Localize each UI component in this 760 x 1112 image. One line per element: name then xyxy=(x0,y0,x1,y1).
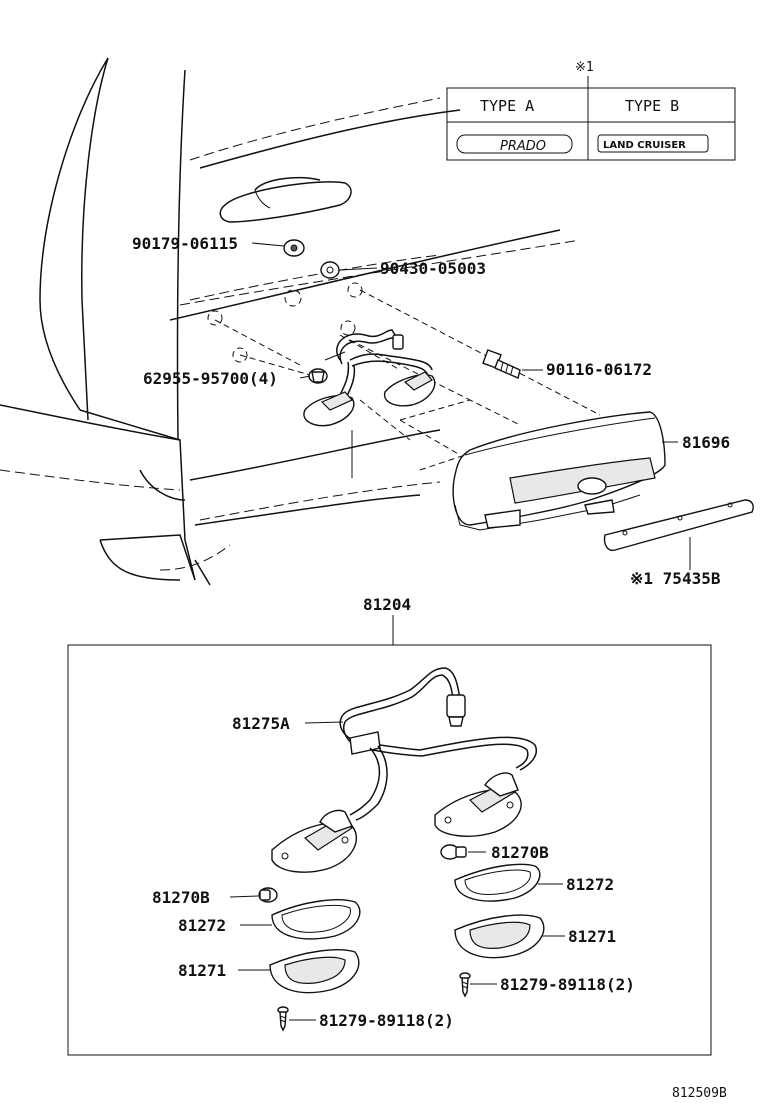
socket-left xyxy=(271,809,357,873)
label-81271-right: 81271 xyxy=(568,927,616,946)
label-81279-left: 81279-89118(2) xyxy=(319,1011,454,1030)
label-81271-left: 81271 xyxy=(178,961,226,980)
screw-right xyxy=(459,972,471,998)
type-table: ※1 TYPE A TYPE B PRADO LAND CRUISER xyxy=(446,60,736,161)
emblem-75435 xyxy=(603,499,754,552)
label-75435: ※1 75435B xyxy=(630,569,721,588)
label-81279-right: 81279-89118(2) xyxy=(500,975,635,994)
label-81696: 81696 xyxy=(682,433,730,452)
label-81275: 81275A xyxy=(232,714,290,733)
emblem-a-text: PRADO xyxy=(500,139,546,154)
emblem-b-text: LAND CRUISER xyxy=(603,140,686,151)
type-a-label: TYPE A xyxy=(480,97,534,115)
screw-left xyxy=(277,1006,289,1032)
reference-dash-lines xyxy=(0,97,601,571)
lens-left xyxy=(269,949,360,994)
lens-right xyxy=(454,914,545,959)
label-81270-left: 81270B xyxy=(152,888,210,907)
gasket-right xyxy=(454,863,541,902)
table-note-mark: ※1 xyxy=(575,60,594,75)
assembly-box-81204 xyxy=(67,644,712,1056)
figure-id: 812509B xyxy=(672,1086,727,1101)
label-90179: 90179-06115 xyxy=(132,234,238,253)
bulb-left xyxy=(258,887,278,903)
label-90430: 90430-05003 xyxy=(380,259,486,278)
gasket-left xyxy=(271,899,361,940)
lamp-harness-upper xyxy=(303,329,436,427)
socket-right xyxy=(434,772,522,837)
label-81204: 81204 xyxy=(363,595,411,614)
bulb-right xyxy=(440,844,467,860)
label-62955: 62955-95700(4) xyxy=(143,369,278,388)
label-90116: 90116-06172 xyxy=(546,360,652,379)
washer-90430 xyxy=(320,261,340,279)
garnish-81696 xyxy=(452,411,666,531)
clip-62955 xyxy=(308,368,328,384)
bolt-90116 xyxy=(482,349,521,379)
label-81272-left: 81272 xyxy=(178,916,226,935)
clip-90179 xyxy=(283,239,305,257)
mounting-holes xyxy=(207,282,363,363)
door-handle xyxy=(219,176,352,223)
label-81272-right: 81272 xyxy=(566,875,614,894)
type-b-label: TYPE B xyxy=(625,97,679,115)
label-81270-right: 81270B xyxy=(491,843,549,862)
harness-81275 xyxy=(339,667,537,821)
